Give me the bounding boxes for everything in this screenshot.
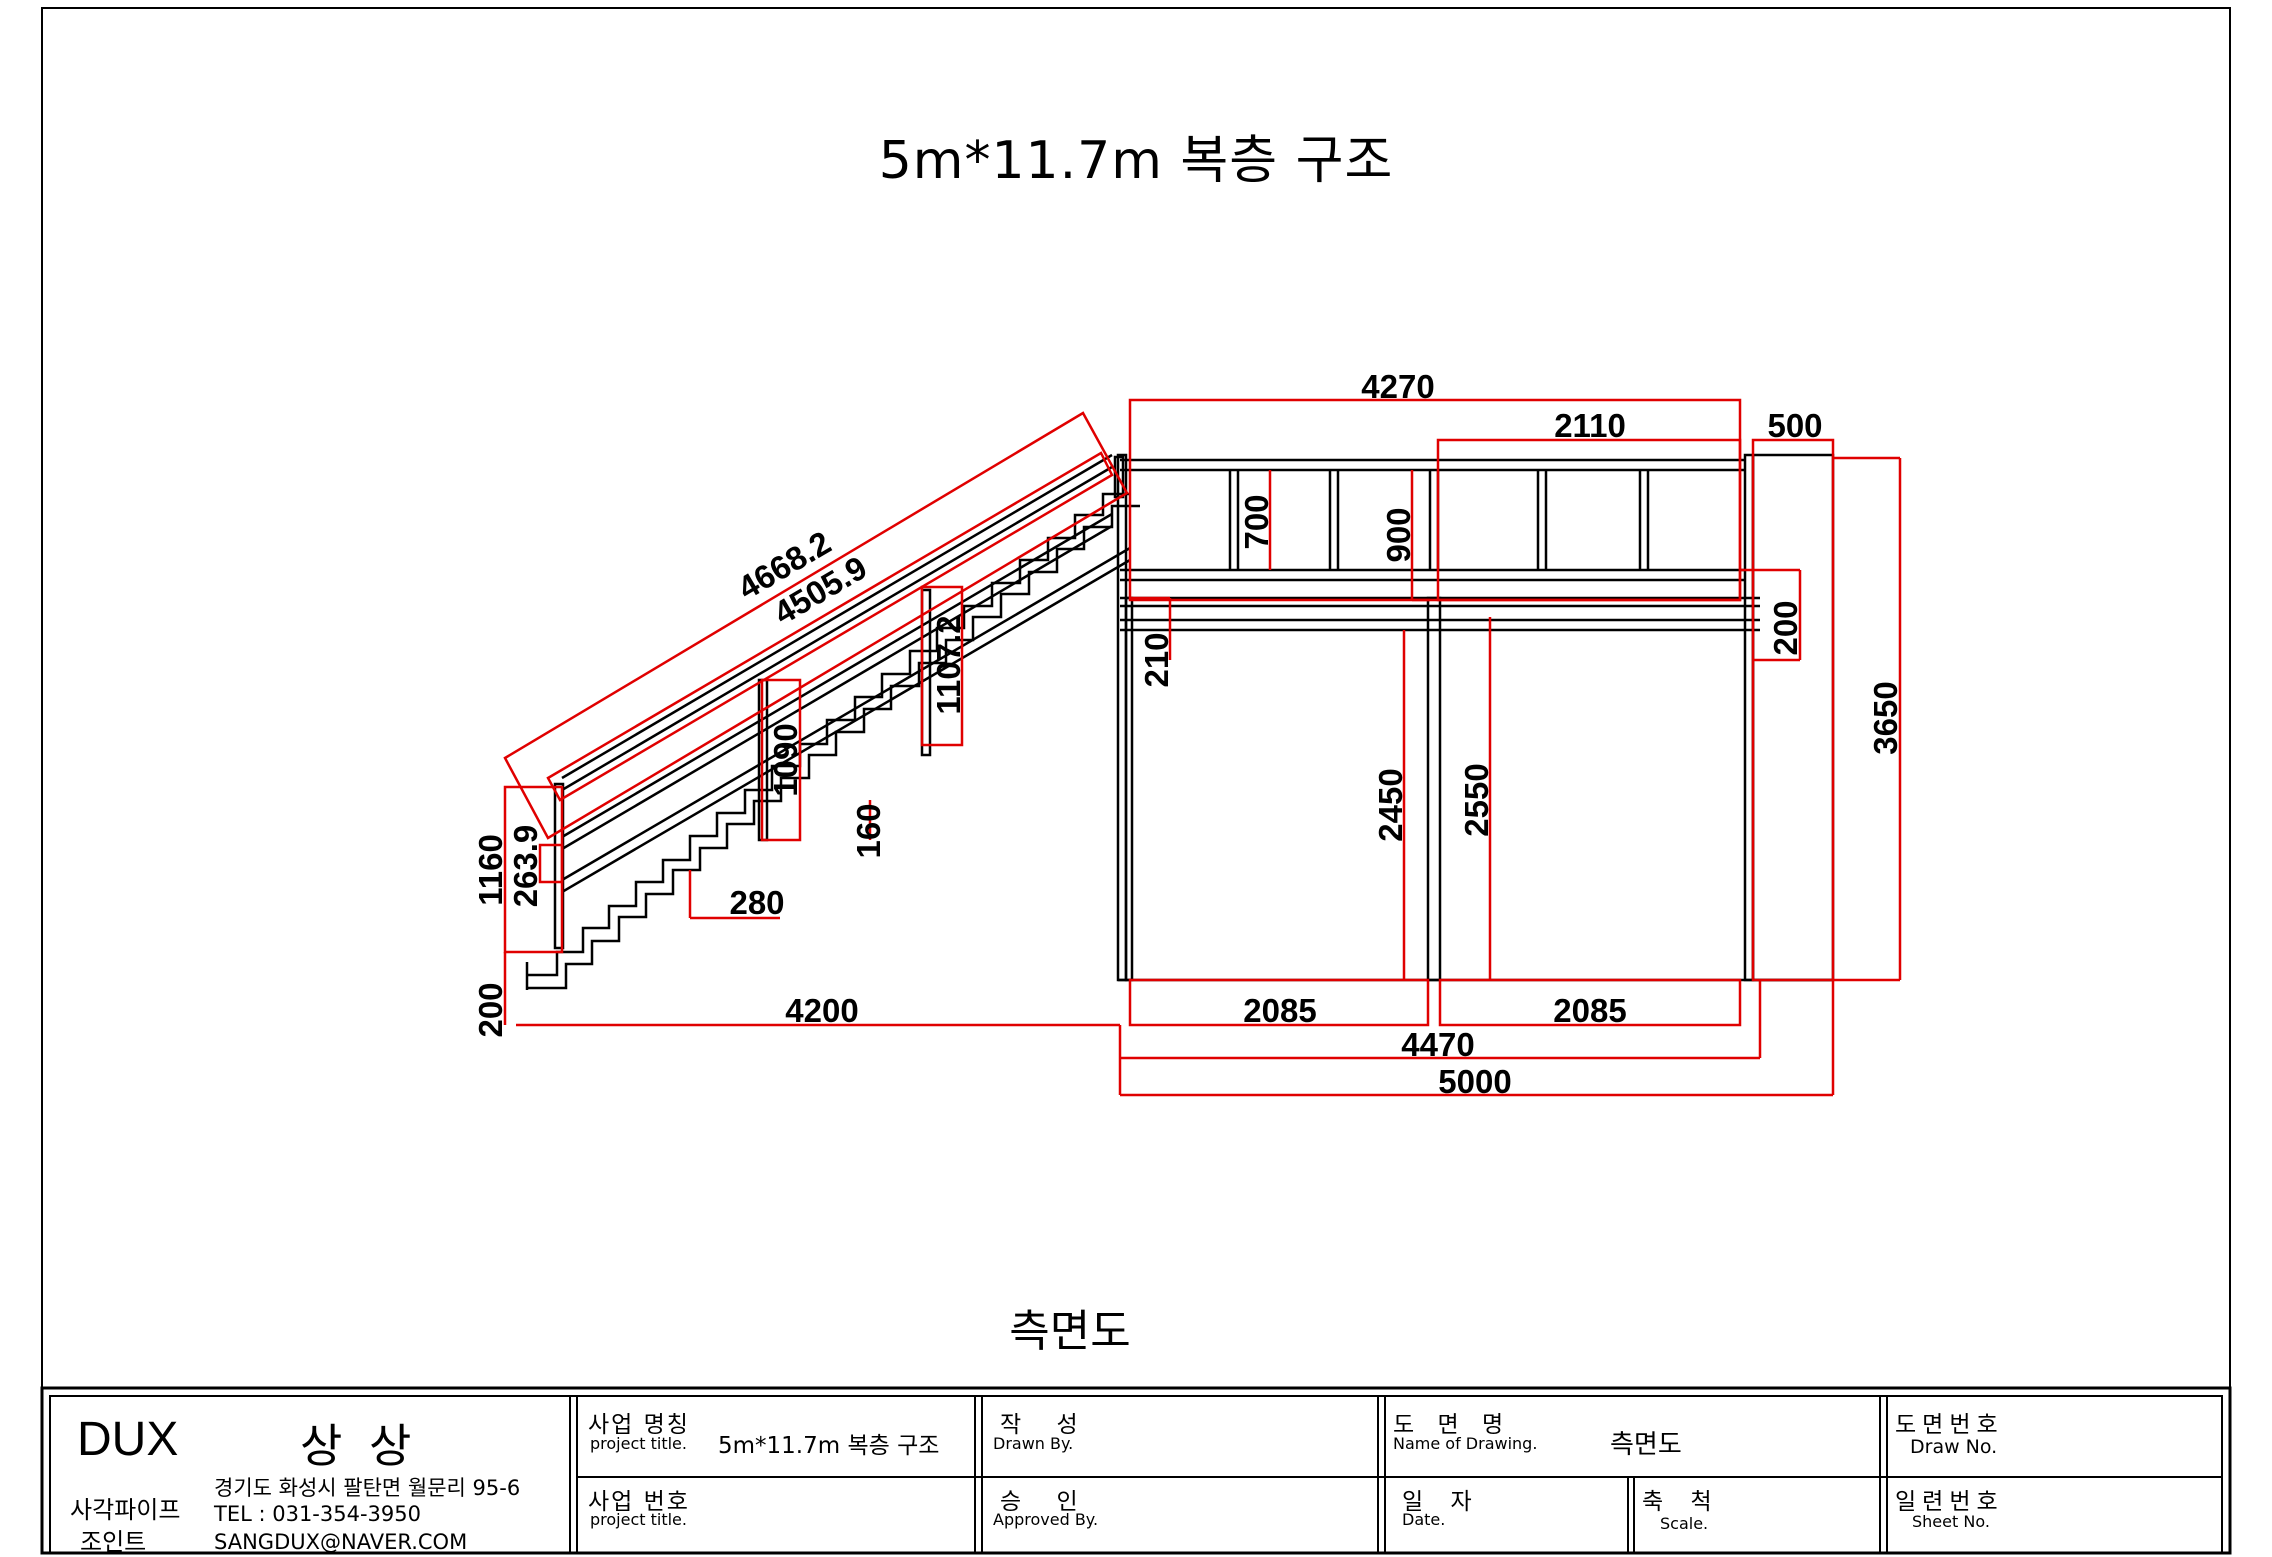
mezzanine-frame xyxy=(1116,453,1835,982)
dim-2085-left: 2085 xyxy=(1243,992,1316,1029)
dim-2550: 2550 xyxy=(1458,763,1495,836)
dim-500: 500 xyxy=(1767,407,1822,444)
dim-210: 210 xyxy=(1138,632,1175,687)
project-title-label: 사업 명칭 xyxy=(588,1412,690,1438)
approved-by-sub: Approved By. xyxy=(993,1510,1099,1529)
dim-700: 700 xyxy=(1238,494,1275,549)
dim-1107: 1107.2 xyxy=(930,615,967,714)
company-address: 경기도 화성시 팔탄면 월문리 95-6 xyxy=(214,1476,521,1500)
dim-900: 900 xyxy=(1380,507,1417,562)
dim-263: 263.9 xyxy=(507,825,544,908)
drawn-by-label: 작 성 xyxy=(1000,1412,1092,1438)
dim-1090: 1090 xyxy=(767,723,804,796)
dim-4200: 4200 xyxy=(785,992,858,1029)
dim-5000: 5000 xyxy=(1438,1063,1511,1100)
company-line2: 조인트 xyxy=(80,1528,147,1556)
draw-no-sub: Draw No. xyxy=(1910,1436,1998,1458)
title-block-frame xyxy=(40,1386,2232,1555)
dim-2085-right: 2085 xyxy=(1553,992,1626,1029)
project-title-sub: project title. xyxy=(590,1434,687,1453)
company-korean-name: 상 상 xyxy=(300,1419,418,1473)
view-caption: 측면도 xyxy=(1009,1306,1131,1357)
date-sub: Date. xyxy=(1402,1510,1446,1529)
stair-steps-upper xyxy=(527,492,1130,977)
stair-structure xyxy=(525,453,1140,990)
company-tel: TEL : 031-354-3950 xyxy=(214,1502,421,1526)
dim-160: 160 xyxy=(850,803,887,858)
scale-sub: Scale. xyxy=(1660,1514,1709,1533)
company-line1: 사각파이프 xyxy=(70,1496,181,1524)
company-logo-text: DUX xyxy=(77,1413,179,1466)
drawing-name-sub: Name of Drawing. xyxy=(1393,1434,1538,1453)
company-email: SANGDUX@NAVER.COM xyxy=(214,1530,468,1554)
dimension-labels: 4270 2110 500 4668.2 4505.9 1107.2 1090 … xyxy=(472,368,1904,1100)
dim-1160: 1160 xyxy=(472,834,509,906)
dimension-lines xyxy=(503,398,1902,1097)
sheet-no-label: 일련번호 xyxy=(1895,1489,2004,1515)
project-no-label: 사업 번호 xyxy=(588,1489,690,1515)
scale-label: 축 척 xyxy=(1642,1489,1722,1515)
approved-by-label: 승 인 xyxy=(1000,1489,1092,1515)
dim-280: 280 xyxy=(729,884,784,921)
date-label: 일 자 xyxy=(1402,1489,1482,1515)
dim-4270: 4270 xyxy=(1361,368,1434,405)
sheet-no-sub: Sheet No. xyxy=(1912,1512,1990,1531)
dim-200-base: 200 xyxy=(472,982,509,1037)
dim-2110: 2110 xyxy=(1554,407,1626,444)
drawn-by-sub: Drawn By. xyxy=(993,1434,1074,1453)
project-no-sub: project title. xyxy=(590,1510,687,1529)
draw-no-label: 도면번호 xyxy=(1895,1412,2004,1438)
dim-4470: 4470 xyxy=(1401,1026,1474,1063)
dim-2450: 2450 xyxy=(1372,768,1409,841)
dim-3650: 3650 xyxy=(1867,681,1904,754)
dim-200: 200 xyxy=(1767,600,1804,655)
project-title-value: 5m*11.7m 복층 구조 xyxy=(718,1433,940,1459)
drawing-name-value: 측면도 xyxy=(1610,1430,1682,1460)
drawing-title: 5m*11.7m 복층 구조 xyxy=(878,131,1394,191)
drawing-name-label: 도 면 명 xyxy=(1393,1412,1512,1438)
